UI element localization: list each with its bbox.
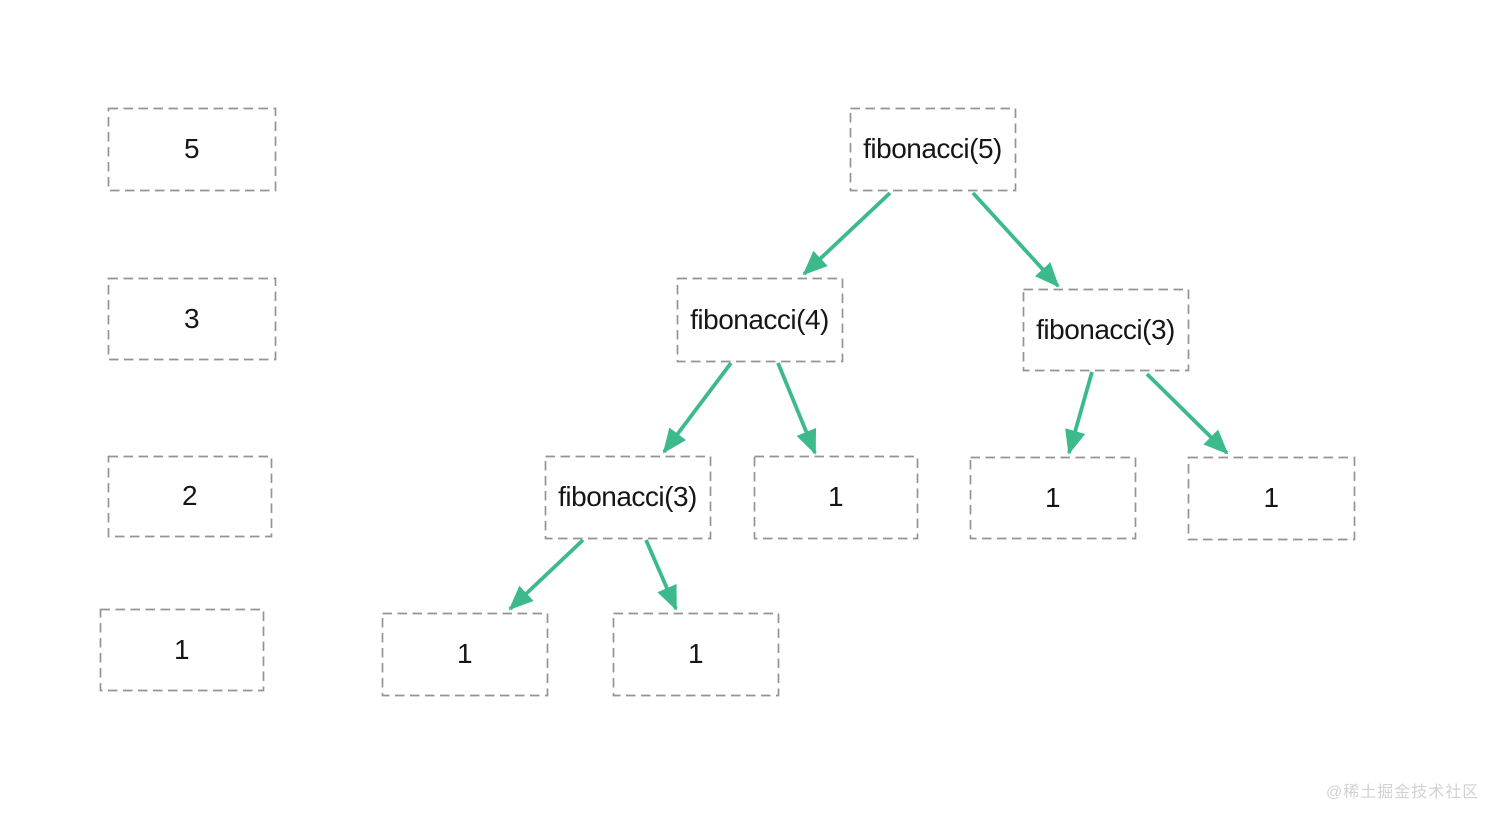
- edge-fib5-to-fib3r: [971, 191, 1060, 288]
- edge-fib3r-to-leaf1b: [1065, 371, 1094, 455]
- stack-box-2-border: [107, 455, 273, 538]
- edge-fib4-to-fib3l: [662, 361, 733, 454]
- node-fibonacci-3-left-border: [544, 455, 712, 540]
- edge-fib3r-to-leaf1c: [1145, 372, 1229, 455]
- node-leaf-1-a-border: [753, 455, 919, 540]
- node-leaf-1-b-border: [969, 456, 1137, 540]
- node-leaf-1-c-border: [1187, 456, 1356, 541]
- watermark-text: @稀土掘金技术社区: [1326, 784, 1480, 801]
- node-leaf-1-e-border: [612, 612, 780, 697]
- node-leaf-1-d-border: [381, 612, 549, 697]
- edge-fib3l-to-leaf1d: [508, 538, 585, 611]
- node-fibonacci-5-border: [849, 107, 1017, 192]
- edge-fib5-to-fib4: [802, 191, 892, 276]
- stack-box-1-border: [99, 608, 265, 692]
- stack-box-5-border: [107, 107, 277, 192]
- stack-box-3-border: [107, 277, 277, 361]
- edge-fib3l-to-leaf1e: [644, 539, 678, 611]
- node-fibonacci-4-border: [676, 277, 844, 363]
- edge-fib4-to-leaf1a: [776, 362, 817, 455]
- node-fibonacci-3-right-border: [1022, 288, 1190, 372]
